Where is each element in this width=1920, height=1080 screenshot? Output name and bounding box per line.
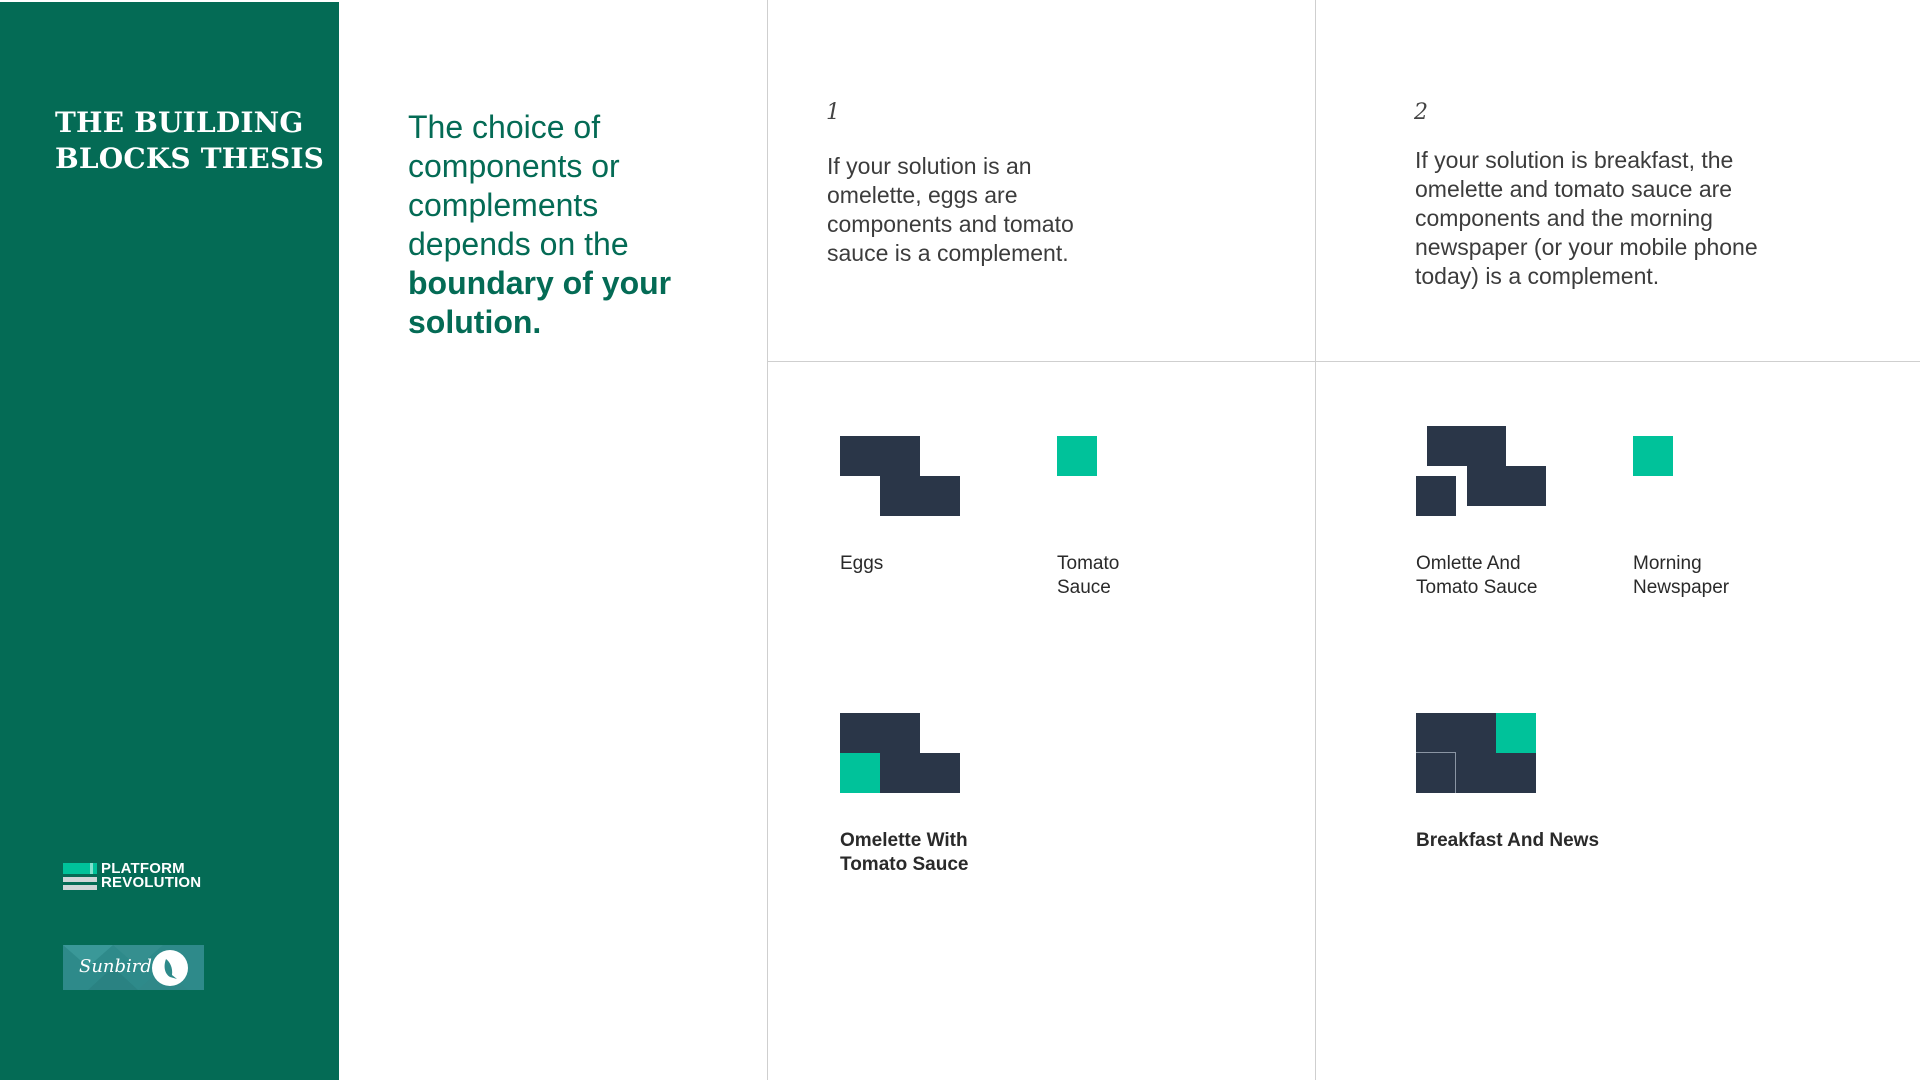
label-line: Eggs [840, 553, 884, 574]
lead-statement: The choice of components or complements … [408, 108, 708, 342]
label-line: Newspaper [1633, 577, 1730, 598]
sunbird-logo: Sunbird [63, 945, 204, 990]
label-omlette-and-tomato-sauce: Omlette And Tomato Sauce [1416, 552, 1537, 600]
omelette-and-tomato-sauce-block-icon [1416, 426, 1546, 516]
sidebar: THE BUILDING BLOCKS THESIS PLATFORM REVO… [0, 2, 339, 1080]
tomato-sauce-block-icon [1057, 436, 1097, 476]
platform-revolution-mark-icon [63, 863, 97, 890]
sunbird-wordmark: Sunbird [79, 956, 152, 977]
column-2-number: 2 [1414, 100, 1428, 125]
morning-newspaper-block-icon [1633, 436, 1673, 476]
column-2-description: If your solution is breakfast, the omele… [1415, 147, 1758, 289]
label-line: Tomato Sauce [1416, 577, 1538, 598]
label-line: Breakfast And News [1416, 830, 1600, 851]
label-line: Tomato Sauce [840, 854, 969, 875]
label-line: Sauce [1057, 577, 1111, 598]
column-1-number: 1 [826, 100, 840, 125]
eggs-block-icon [840, 436, 960, 516]
lead-bold-text: boundary of your solution. [408, 265, 672, 340]
column-1-description: If your solution is an omelette, eggs ar… [827, 153, 1074, 266]
breakfast-and-news-block-icon [1416, 713, 1536, 793]
label-line: Tomato [1057, 553, 1120, 574]
sunbird-bird-icon [152, 950, 188, 986]
label-eggs: Eggs [840, 552, 883, 576]
lead-text: The choice of components or complements … [408, 109, 629, 262]
omelette-with-tomato-sauce-block-icon [840, 713, 960, 793]
logo-line-1: PLATFORM [101, 860, 185, 877]
row-divider [767, 361, 1920, 362]
platform-revolution-wordmark: PLATFORM REVOLUTION [101, 860, 202, 891]
label-omelette-with-tomato-sauce: Omelette With Tomato Sauce [840, 829, 968, 877]
logo-line-2: REVOLUTION [101, 874, 202, 891]
sidebar-title: THE BUILDING BLOCKS THESIS [55, 105, 325, 177]
column-divider-2 [1315, 0, 1316, 1080]
sidebar-title-line-2: BLOCKS THESIS [55, 142, 325, 175]
sidebar-title-line-1: THE BUILDING [55, 106, 304, 139]
label-tomato-sauce: Tomato Sauce [1057, 552, 1119, 600]
label-line: Omelette With [840, 830, 968, 851]
label-morning-newspaper: Morning Newspaper [1633, 552, 1729, 600]
label-line: Morning [1633, 553, 1702, 574]
column-divider-1 [767, 0, 768, 1080]
label-line: Omlette And [1416, 553, 1521, 574]
platform-revolution-logo: PLATFORM REVOLUTION [63, 860, 203, 892]
label-breakfast-and-news: Breakfast And News [1416, 829, 1599, 853]
